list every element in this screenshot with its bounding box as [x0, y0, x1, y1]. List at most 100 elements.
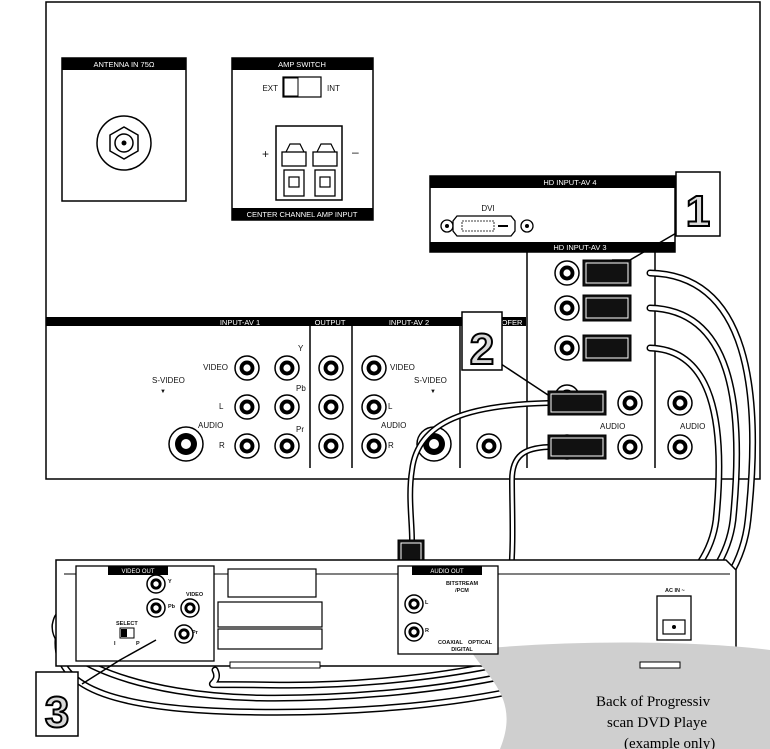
callout-1-number: 1	[686, 187, 710, 236]
svg-text:▼: ▼	[430, 389, 436, 395]
tv-rca-jack[interactable]	[318, 394, 344, 420]
dvi-label: DVI	[481, 204, 494, 213]
av1-pb-label: Pb	[296, 384, 306, 393]
audio-plug	[547, 390, 607, 416]
callout-leaders	[81, 231, 679, 685]
dvd-rca-jack[interactable]	[404, 622, 424, 642]
tv-rca-jack[interactable]	[318, 433, 344, 459]
tv-rca-jack[interactable]	[361, 394, 387, 420]
tv-rca-jack[interactable]	[554, 335, 580, 361]
amp-switch-header: AMP SWITCH	[278, 60, 326, 69]
dvd-rca-jack[interactable]	[146, 598, 166, 618]
input-av2-labels: VIDEO S-VIDEO ▼ L AUDIO R	[381, 363, 447, 450]
tv-rca-jack[interactable]	[234, 394, 260, 420]
tv-rca-jack[interactable]	[476, 433, 502, 459]
tv-rca-jack[interactable]	[617, 434, 643, 460]
antenna-input-section: ANTENNA IN 75Ω	[61, 57, 187, 202]
hd-input-av4-section: HD INPUT-AV 4 DVI HD INPUT-AV 3	[429, 175, 676, 253]
tv-rca-jack[interactable]	[234, 355, 260, 381]
pcm-label: /PCM	[455, 588, 469, 594]
optical-label: OPTICAL	[468, 640, 493, 646]
antenna-header: ANTENNA IN 75Ω	[93, 60, 154, 69]
tv-rca-jack[interactable]	[274, 394, 300, 420]
amp-minus-label: –	[352, 145, 359, 159]
hd-av4-header: HD INPUT-AV 4	[543, 178, 596, 187]
av2-video-label: VIDEO	[390, 363, 415, 372]
av1-l-label: L	[219, 402, 224, 411]
dvd-video-label: VIDEO	[186, 592, 204, 598]
component-plug	[582, 294, 632, 322]
tv-rca-jack[interactable]	[274, 433, 300, 459]
tv-rca-jack[interactable]	[554, 260, 580, 286]
digital-label: DIGITAL	[451, 647, 473, 653]
dvd-rca-jack[interactable]	[146, 574, 166, 594]
dvd-rca-jack[interactable]	[174, 624, 194, 644]
av1-svideo-label: S-VIDEO	[152, 376, 185, 385]
dvd-rca-jack[interactable]	[180, 598, 200, 618]
dvd-audio-l-label: L	[425, 600, 429, 606]
amp-switch-section: AMP SWITCH EXT INT + – CENTER CHANNEL AM…	[231, 57, 374, 221]
av1-y-label: Y	[298, 344, 304, 353]
input-av2-header: INPUT-AV 2	[389, 318, 429, 327]
dvd-select-label: SELECT	[116, 621, 138, 627]
callout-3: 3	[35, 671, 79, 738]
tv-rca-jack[interactable]	[274, 355, 300, 381]
callout-2-number: 2	[470, 325, 494, 374]
av1-video-label: VIDEO	[203, 363, 228, 372]
callout-2: 2	[461, 311, 503, 375]
av3-audio-label: AUDIO	[600, 422, 625, 431]
tv-rca-jack[interactable]	[554, 295, 580, 321]
amp-ext-label: EXT	[262, 84, 278, 93]
coaxial-label: COAXIAL	[438, 640, 463, 646]
dvd-pb-label: Pb	[168, 604, 176, 610]
caption-line-3: (example only)	[624, 736, 715, 749]
amp-int-label: INT	[327, 84, 340, 93]
av1-pr-label: Pr	[296, 425, 304, 434]
input-av1-labels: Y VIDEO S-VIDEO ▼ Pb L AUDIO Pr R	[152, 344, 306, 450]
dvd-audio-r-label: R	[425, 628, 429, 634]
tv-rca-jack[interactable]	[667, 434, 693, 460]
audio-out-header: AUDIO OUT	[430, 569, 464, 575]
component-plug	[582, 259, 632, 287]
bitstream-label: BITSTREAM	[446, 581, 479, 587]
select-i-label: I	[114, 641, 116, 647]
video-out-header: VIDEO OUT	[121, 569, 154, 575]
caption-line-2: scan DVD Playe	[607, 715, 707, 731]
subwoofer-header: OFER	[502, 318, 523, 327]
tv-rca-jack[interactable]	[234, 433, 260, 459]
tv-rca-jack[interactable]	[361, 433, 387, 459]
tv-rca-jack[interactable]	[667, 390, 693, 416]
antenna-connector-icon	[96, 115, 152, 171]
input-panel-section: INPUT-AV 1 OUTPUT INPUT-AV 2 OFER	[46, 252, 656, 468]
input-av1-header: INPUT-AV 1	[220, 318, 260, 327]
audio-plug	[547, 434, 607, 460]
ac-in-label: AC IN ~	[665, 588, 685, 594]
tv-rca-jack[interactable]	[318, 355, 344, 381]
av2-audio-label: AUDIO	[381, 421, 406, 430]
amp-plus-label: +	[262, 147, 269, 161]
caption: Back of Progressiv scan DVD Playe (examp…	[596, 694, 715, 749]
caption-line-1: Back of Progressiv	[596, 694, 711, 710]
dvd-rca-jacks	[146, 574, 424, 644]
dvi-connector-icon	[440, 215, 534, 237]
hd-av3-header: HD INPUT-AV 3	[553, 243, 606, 252]
center-channel-header: CENTER CHANNEL AMP INPUT	[247, 210, 358, 219]
av1-audio-label: AUDIO	[198, 421, 223, 430]
select-p-label: P	[136, 641, 140, 647]
tv-rca-jack[interactable]	[361, 355, 387, 381]
callout-1: 1	[675, 171, 721, 237]
av2-l-label: L	[388, 402, 393, 411]
tv-rca-jack[interactable]	[617, 390, 643, 416]
right-audio-label: AUDIO	[680, 422, 705, 431]
dvd-rca-jack[interactable]	[404, 594, 424, 614]
svg-text:▼: ▼	[160, 389, 166, 395]
dvd-pr-label: Pr	[192, 630, 199, 636]
callout-3-number: 3	[45, 688, 69, 737]
svideo-jack-av1[interactable]	[168, 426, 204, 462]
component-plug	[582, 334, 632, 362]
dvd-y-label: Y	[168, 579, 172, 585]
output-header: OUTPUT	[315, 318, 346, 327]
speaker-terminal-icon	[275, 125, 343, 201]
av2-svideo-label: S-VIDEO	[414, 376, 447, 385]
